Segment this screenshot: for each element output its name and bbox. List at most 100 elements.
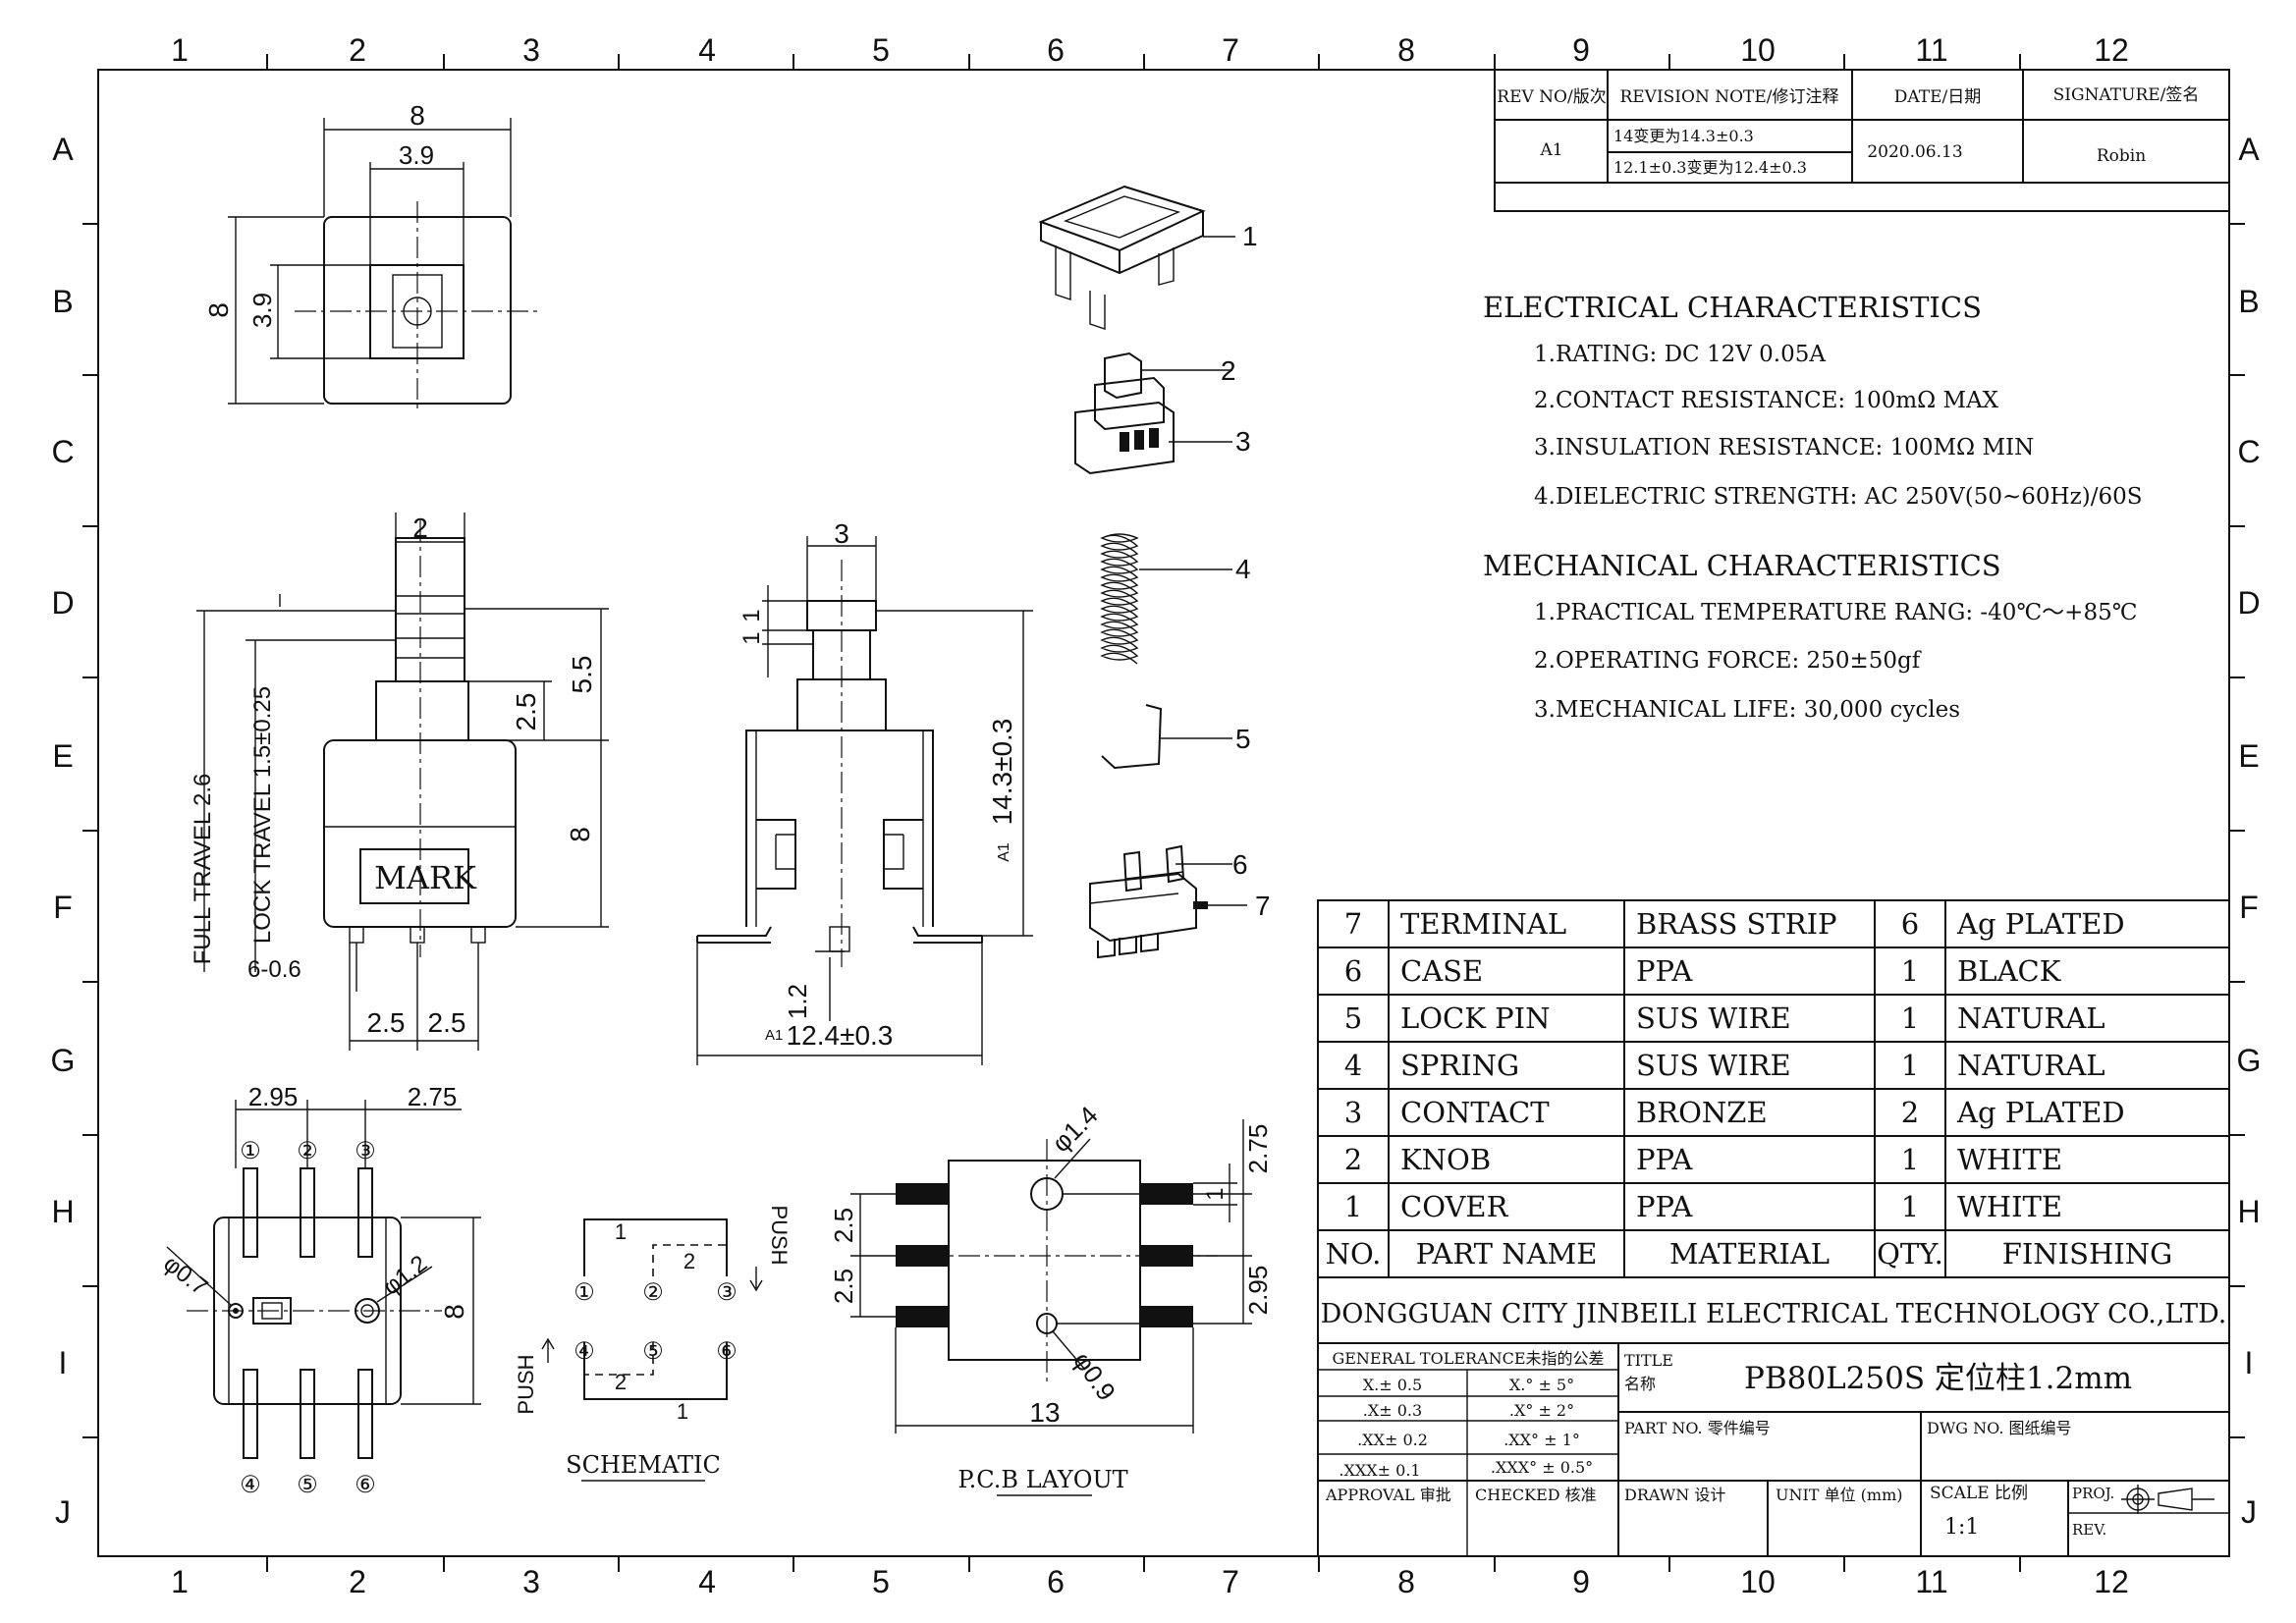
column-label: 12 <box>2094 1564 2129 1599</box>
electrical-item-2: 2.CONTACT RESISTANCE: 100mΩ MAX <box>1534 388 1999 413</box>
tol-linear-0: X.± 0.5 <box>1363 1376 1422 1394</box>
bom-cell: BLACK <box>1957 954 2062 988</box>
bom-cell: 6 <box>1344 954 1362 988</box>
tol-angle-1: .X° ± 2° <box>1509 1401 1574 1420</box>
mechanical-title: MECHANICAL CHARACTERISTICS <box>1483 549 2001 582</box>
schematic-pin-6: ⑥ <box>716 1337 738 1365</box>
column-label: 7 <box>1222 32 1239 68</box>
projection-symbol <box>2121 1485 2214 1514</box>
column-label: 6 <box>1047 32 1065 68</box>
bom-cell: Ag PLATED <box>1956 907 2125 941</box>
pcb-dim-pitch-1: 2.5 <box>829 1208 858 1243</box>
front-dim-1-2: 1.2 <box>783 984 812 1019</box>
electrical-title: ELECTRICAL CHARACTERISTICS <box>1483 291 1982 324</box>
schematic-push-top: PUSH <box>767 1205 792 1265</box>
pcb-dim-width: 13 <box>1029 1397 1060 1428</box>
pin-4-label: ④ <box>240 1471 261 1498</box>
tolerance-header: GENERAL TOLERANCE未指的公差 <box>1332 1349 1604 1368</box>
drawn-label: DRAWN 设计 <box>1624 1486 1725 1504</box>
electrical-item-1: 1.RATING: DC 12V 0.05A <box>1534 342 1826 367</box>
side-dim-2-5: 2.5 <box>511 693 541 731</box>
pin-2-label: ② <box>297 1137 318 1164</box>
schematic-num-4: 2 <box>615 1370 627 1394</box>
column-label: 3 <box>522 1564 540 1599</box>
rev-date: 2020.06.13 <box>1867 142 1962 162</box>
tol-linear-3: .XXX± 0.1 <box>1339 1461 1420 1480</box>
bom-cell: CASE <box>1400 954 1483 988</box>
column-label: 2 <box>349 1564 366 1599</box>
bom-cell: SUS WIRE <box>1636 1049 1791 1082</box>
title-label-cn: 名称 <box>1624 1375 1656 1393</box>
column-label: 1 <box>171 1564 189 1599</box>
column-label: 12 <box>2094 32 2129 68</box>
bom-header-cell: MATERIAL <box>1669 1237 1830 1271</box>
column-label: 3 <box>522 32 540 68</box>
pitch-dim-1: 2.5 <box>367 1007 406 1038</box>
row-label: D <box>51 585 74 621</box>
column-label: 5 <box>872 32 890 68</box>
front-dim-height: 14.3±0.3 <box>987 719 1017 826</box>
side-dim-8: 8 <box>565 827 595 842</box>
lock-travel: LOCK TRAVEL 1.5±0.25 <box>249 686 276 944</box>
row-label: G <box>2237 1043 2262 1078</box>
bom-cell: NATURAL <box>1957 1001 2105 1035</box>
schematic: 1 2 1 2 ① ② ③ ④ ⑤ ⑥ PUSH PUSH SCHEMATIC <box>514 1205 792 1482</box>
top-dim-inner-width: 3.9 <box>399 140 434 170</box>
column-label: 11 <box>1915 1564 1947 1599</box>
electrical-characteristics: ELECTRICAL CHARACTERISTICS 1.RATING: DC … <box>1483 291 2142 510</box>
scale-value: 1:1 <box>1944 1515 1979 1540</box>
row-label: A <box>52 132 74 167</box>
row-label: F <box>2239 890 2259 925</box>
row-label: I <box>59 1345 68 1380</box>
bom-cell: SUS WIRE <box>1636 1001 1791 1035</box>
column-label: 7 <box>1222 1564 1239 1599</box>
front-dim-width: 12.4±0.3 <box>787 1020 894 1051</box>
part-label-1: 1 <box>1242 221 1258 251</box>
part-label-3: 3 <box>1235 426 1251 457</box>
schematic-num-1: 1 <box>615 1219 627 1244</box>
bom-cell: COVER <box>1400 1190 1509 1223</box>
revision-table: REV NO/版次 REVISION NOTE/修订注释 DATE/日期 SIG… <box>1494 69 2230 212</box>
front-dim-3: 3 <box>834 518 849 549</box>
tol-linear-2: .XX± 0.2 <box>1357 1431 1428 1449</box>
side-view: MARK 2 5.5 2.5 8 FULL TRAVEL 2.6 LOCK TR… <box>190 513 609 1051</box>
bom-cell: PPA <box>1636 1190 1693 1223</box>
drawing-frame <box>97 69 2230 1557</box>
row-label: G <box>51 1043 76 1078</box>
row-label: C <box>2237 434 2260 469</box>
bom-header-cell: FINISHING <box>2002 1237 2173 1271</box>
rev-header-no: REV NO/版次 <box>1497 87 1606 107</box>
mechanical-item-2: 2.OPERATING FORCE: 250±50gf <box>1534 648 1922 674</box>
pcb-dim-2-95: 2.95 <box>1243 1266 1273 1316</box>
schematic-pin-5: ⑤ <box>642 1337 664 1365</box>
exploded-view: 1 2 3 4 5 6 7 <box>1038 185 1271 959</box>
rev-number: A1 <box>1539 140 1562 160</box>
mechanical-item-3: 3.MECHANICAL LIFE: 30,000 cycles <box>1534 697 1960 723</box>
unit-label: UNIT 单位 (mm) <box>1776 1486 1902 1504</box>
bom-cell: 3 <box>1344 1096 1362 1129</box>
pin-3-label: ③ <box>355 1137 376 1164</box>
title-block: DONGGUAN CITY JINBEILI ELECTRICAL TECHNO… <box>1317 1276 2230 1557</box>
bom-cell: LOCK PIN <box>1400 1001 1550 1035</box>
bottom-dim-2-95: 2.95 <box>248 1082 299 1111</box>
column-label: 10 <box>1740 32 1776 68</box>
rev-header-note: REVISION NOTE/修订注释 <box>1619 87 1838 107</box>
bom-header-cell: NO. <box>1326 1237 1382 1271</box>
tol-angle-2: .XX° ± 1° <box>1503 1431 1580 1449</box>
row-label: E <box>52 738 73 774</box>
row-label: F <box>53 890 73 925</box>
mechanical-characteristics: MECHANICAL CHARACTERISTICS 1.PRACTICAL T… <box>1483 549 2137 723</box>
column-label: 11 <box>1915 32 1947 68</box>
front-dim-1b: 1 <box>738 631 765 644</box>
tol-angle-3: .XXX° ± 0.5° <box>1491 1458 1593 1477</box>
row-label: D <box>2237 585 2260 621</box>
row-label: E <box>2238 738 2259 774</box>
column-label: 4 <box>698 32 716 68</box>
checked-label: CHECKED 核准 <box>1475 1486 1597 1504</box>
column-label: 5 <box>872 1564 890 1599</box>
bom-cell: 7 <box>1344 907 1362 941</box>
pitch-dim-2: 2.5 <box>428 1007 466 1038</box>
pin-dim: 6-0.6 <box>247 956 301 983</box>
